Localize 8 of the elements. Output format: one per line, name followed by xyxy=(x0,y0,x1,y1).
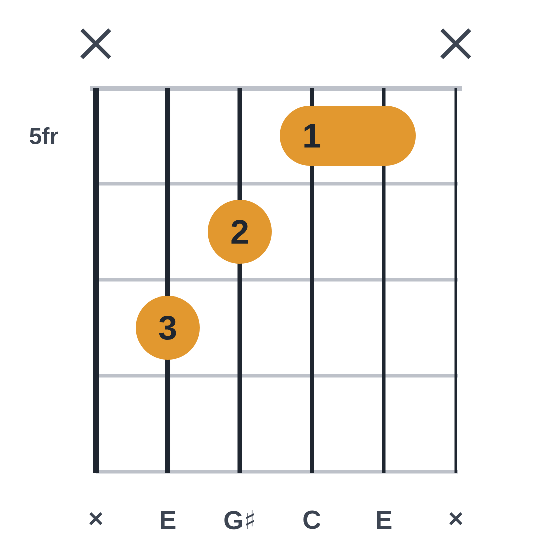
string-label: × xyxy=(90,512,102,526)
fret-number: 5fr xyxy=(30,128,58,144)
string-label: × xyxy=(450,512,462,526)
barre-bar: 1 xyxy=(280,106,416,166)
string-label: G♯ xyxy=(224,510,254,530)
string-label: E xyxy=(161,511,176,529)
string-label: E xyxy=(377,511,392,529)
string-label: C xyxy=(304,510,321,530)
